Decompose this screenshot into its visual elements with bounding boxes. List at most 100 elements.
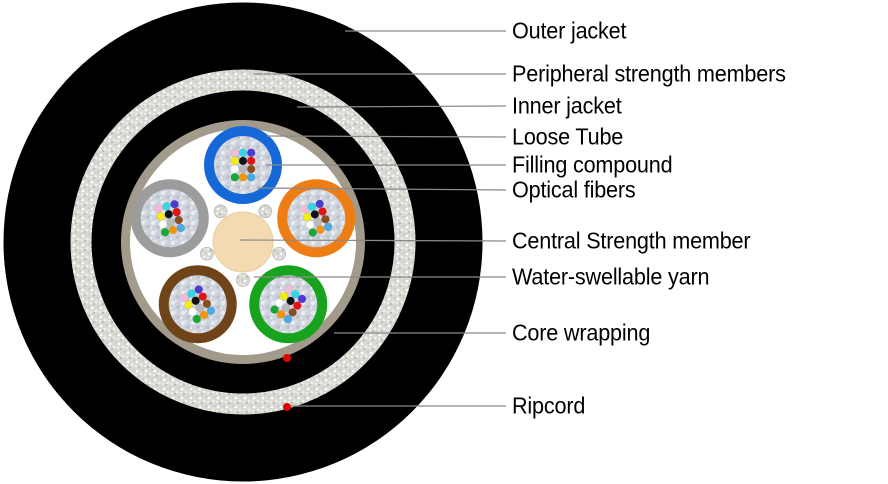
label-loose-tube: Loose Tube: [512, 123, 630, 150]
ripcord-dot: [283, 403, 291, 411]
optical-fiber: [168, 225, 178, 235]
optical-fiber: [310, 210, 320, 219]
optical-fiber: [323, 222, 333, 232]
optical-fiber: [199, 310, 209, 320]
optical-fiber: [307, 202, 317, 211]
optical-fiber: [281, 303, 291, 312]
optical-fiber: [172, 207, 181, 217]
label-outer-jacket: Outer jacket: [512, 17, 634, 44]
filling-compound: [140, 189, 199, 248]
label-optical-fibers: Optical fibers: [512, 176, 643, 203]
optical-fiber: [156, 212, 166, 221]
optical-fiber: [180, 293, 189, 302]
label-inner-jacket: Inner jacket: [512, 92, 629, 119]
optical-fiber: [283, 314, 293, 324]
optical-fiber: [166, 217, 176, 227]
label-filling-compound: Filling compound: [512, 151, 683, 178]
optical-fiber: [230, 156, 240, 166]
optical-fiber: [246, 164, 256, 174]
leader-line-inner-jacket: [296, 105, 507, 108]
optical-fiber: [308, 228, 317, 237]
optical-fiber: [230, 148, 240, 157]
optical-fiber: [300, 205, 309, 214]
optical-fiber: [195, 303, 205, 313]
optical-fiber: [174, 215, 184, 225]
optical-fiber: [238, 173, 248, 182]
central-strength-member: [212, 211, 274, 273]
optical-fiber: [198, 292, 208, 301]
optical-fiber: [160, 227, 170, 237]
optical-fibers: [180, 285, 216, 324]
optical-fiber: [270, 305, 279, 314]
optical-fiber: [202, 299, 212, 308]
optical-fiber: [238, 164, 248, 174]
label-text: Inner jacket: [512, 92, 622, 119]
optical-fiber: [187, 289, 196, 298]
optical-fiber: [279, 291, 289, 301]
optical-fiber: [288, 308, 297, 317]
optical-fiber: [321, 215, 330, 224]
optical-fiber: [284, 285, 293, 294]
loose-tube-orange: [277, 179, 356, 258]
loose-tube-brown: [158, 265, 237, 344]
optical-fiber: [192, 314, 202, 324]
leader-line-loose-tube: [266, 135, 507, 138]
label-text: Filling compound: [512, 151, 673, 178]
optical-fiber: [230, 164, 240, 174]
optical-fiber: [315, 199, 324, 209]
optical-fiber: [246, 156, 256, 166]
label-text: Water-swellable yarn: [512, 263, 710, 290]
optical-fiber: [293, 301, 302, 310]
water-swellable-yarn-dot: [213, 204, 228, 219]
filling-compound: [259, 275, 318, 334]
label-text: Loose Tube: [512, 123, 624, 150]
label-ripcord: Ripcord: [512, 392, 590, 419]
optical-fiber: [188, 307, 197, 317]
optical-fiber: [230, 173, 240, 182]
optical-fiber: [164, 209, 173, 219]
optical-fiber: [238, 156, 248, 166]
optical-fiber: [191, 296, 200, 305]
leader-line-optical-fibers: [257, 187, 507, 191]
label-text: Optical fibers: [512, 176, 636, 203]
label-text: Peripheral strength members: [512, 60, 786, 87]
optical-fiber: [246, 148, 256, 157]
optical-fiber: [158, 220, 168, 229]
label-text: Ripcord: [512, 392, 586, 419]
optical-fiber: [246, 173, 256, 182]
loose-tube-green: [249, 265, 328, 344]
optical-fiber: [291, 289, 300, 299]
label-core-wrapping: Core wrapping: [512, 321, 659, 345]
filling-compound: [168, 275, 227, 334]
label-text: Central Strength member: [512, 227, 751, 254]
loose-tube-blue: [204, 126, 282, 204]
filling-compound: [214, 136, 272, 194]
optical-fiber: [286, 296, 295, 306]
label-peripheral-strength-members: Peripheral strength members: [512, 60, 803, 87]
optical-fiber: [302, 212, 312, 222]
optical-fiber: [184, 300, 193, 310]
label-text: Outer jacket: [512, 17, 627, 44]
peripheral-strength-ring: [70, 69, 416, 415]
label-water-swellable-yarn: Water-swellable yarn: [512, 263, 722, 290]
optical-fiber: [154, 204, 163, 213]
optical-fibers: [300, 199, 333, 237]
optical-fiber: [313, 217, 322, 227]
water-swellable-yarn-dot: [258, 204, 273, 219]
optical-fiber: [276, 310, 286, 319]
optical-fiber: [238, 148, 248, 157]
inner-jacket-ring: [92, 91, 394, 393]
optical-fibers: [154, 199, 186, 237]
ripcord-dot: [283, 354, 291, 362]
optical-fiber: [170, 199, 179, 209]
optical-fiber: [162, 202, 171, 211]
optical-fiber: [206, 306, 216, 316]
optical-fiber: [318, 207, 327, 216]
optical-fiber: [176, 223, 186, 233]
optical-fibers: [270, 285, 307, 324]
filling-compound: [287, 189, 346, 248]
label-central-strength-member: Central Strength member: [512, 227, 766, 254]
water-swellable-yarn-dot: [236, 273, 250, 287]
